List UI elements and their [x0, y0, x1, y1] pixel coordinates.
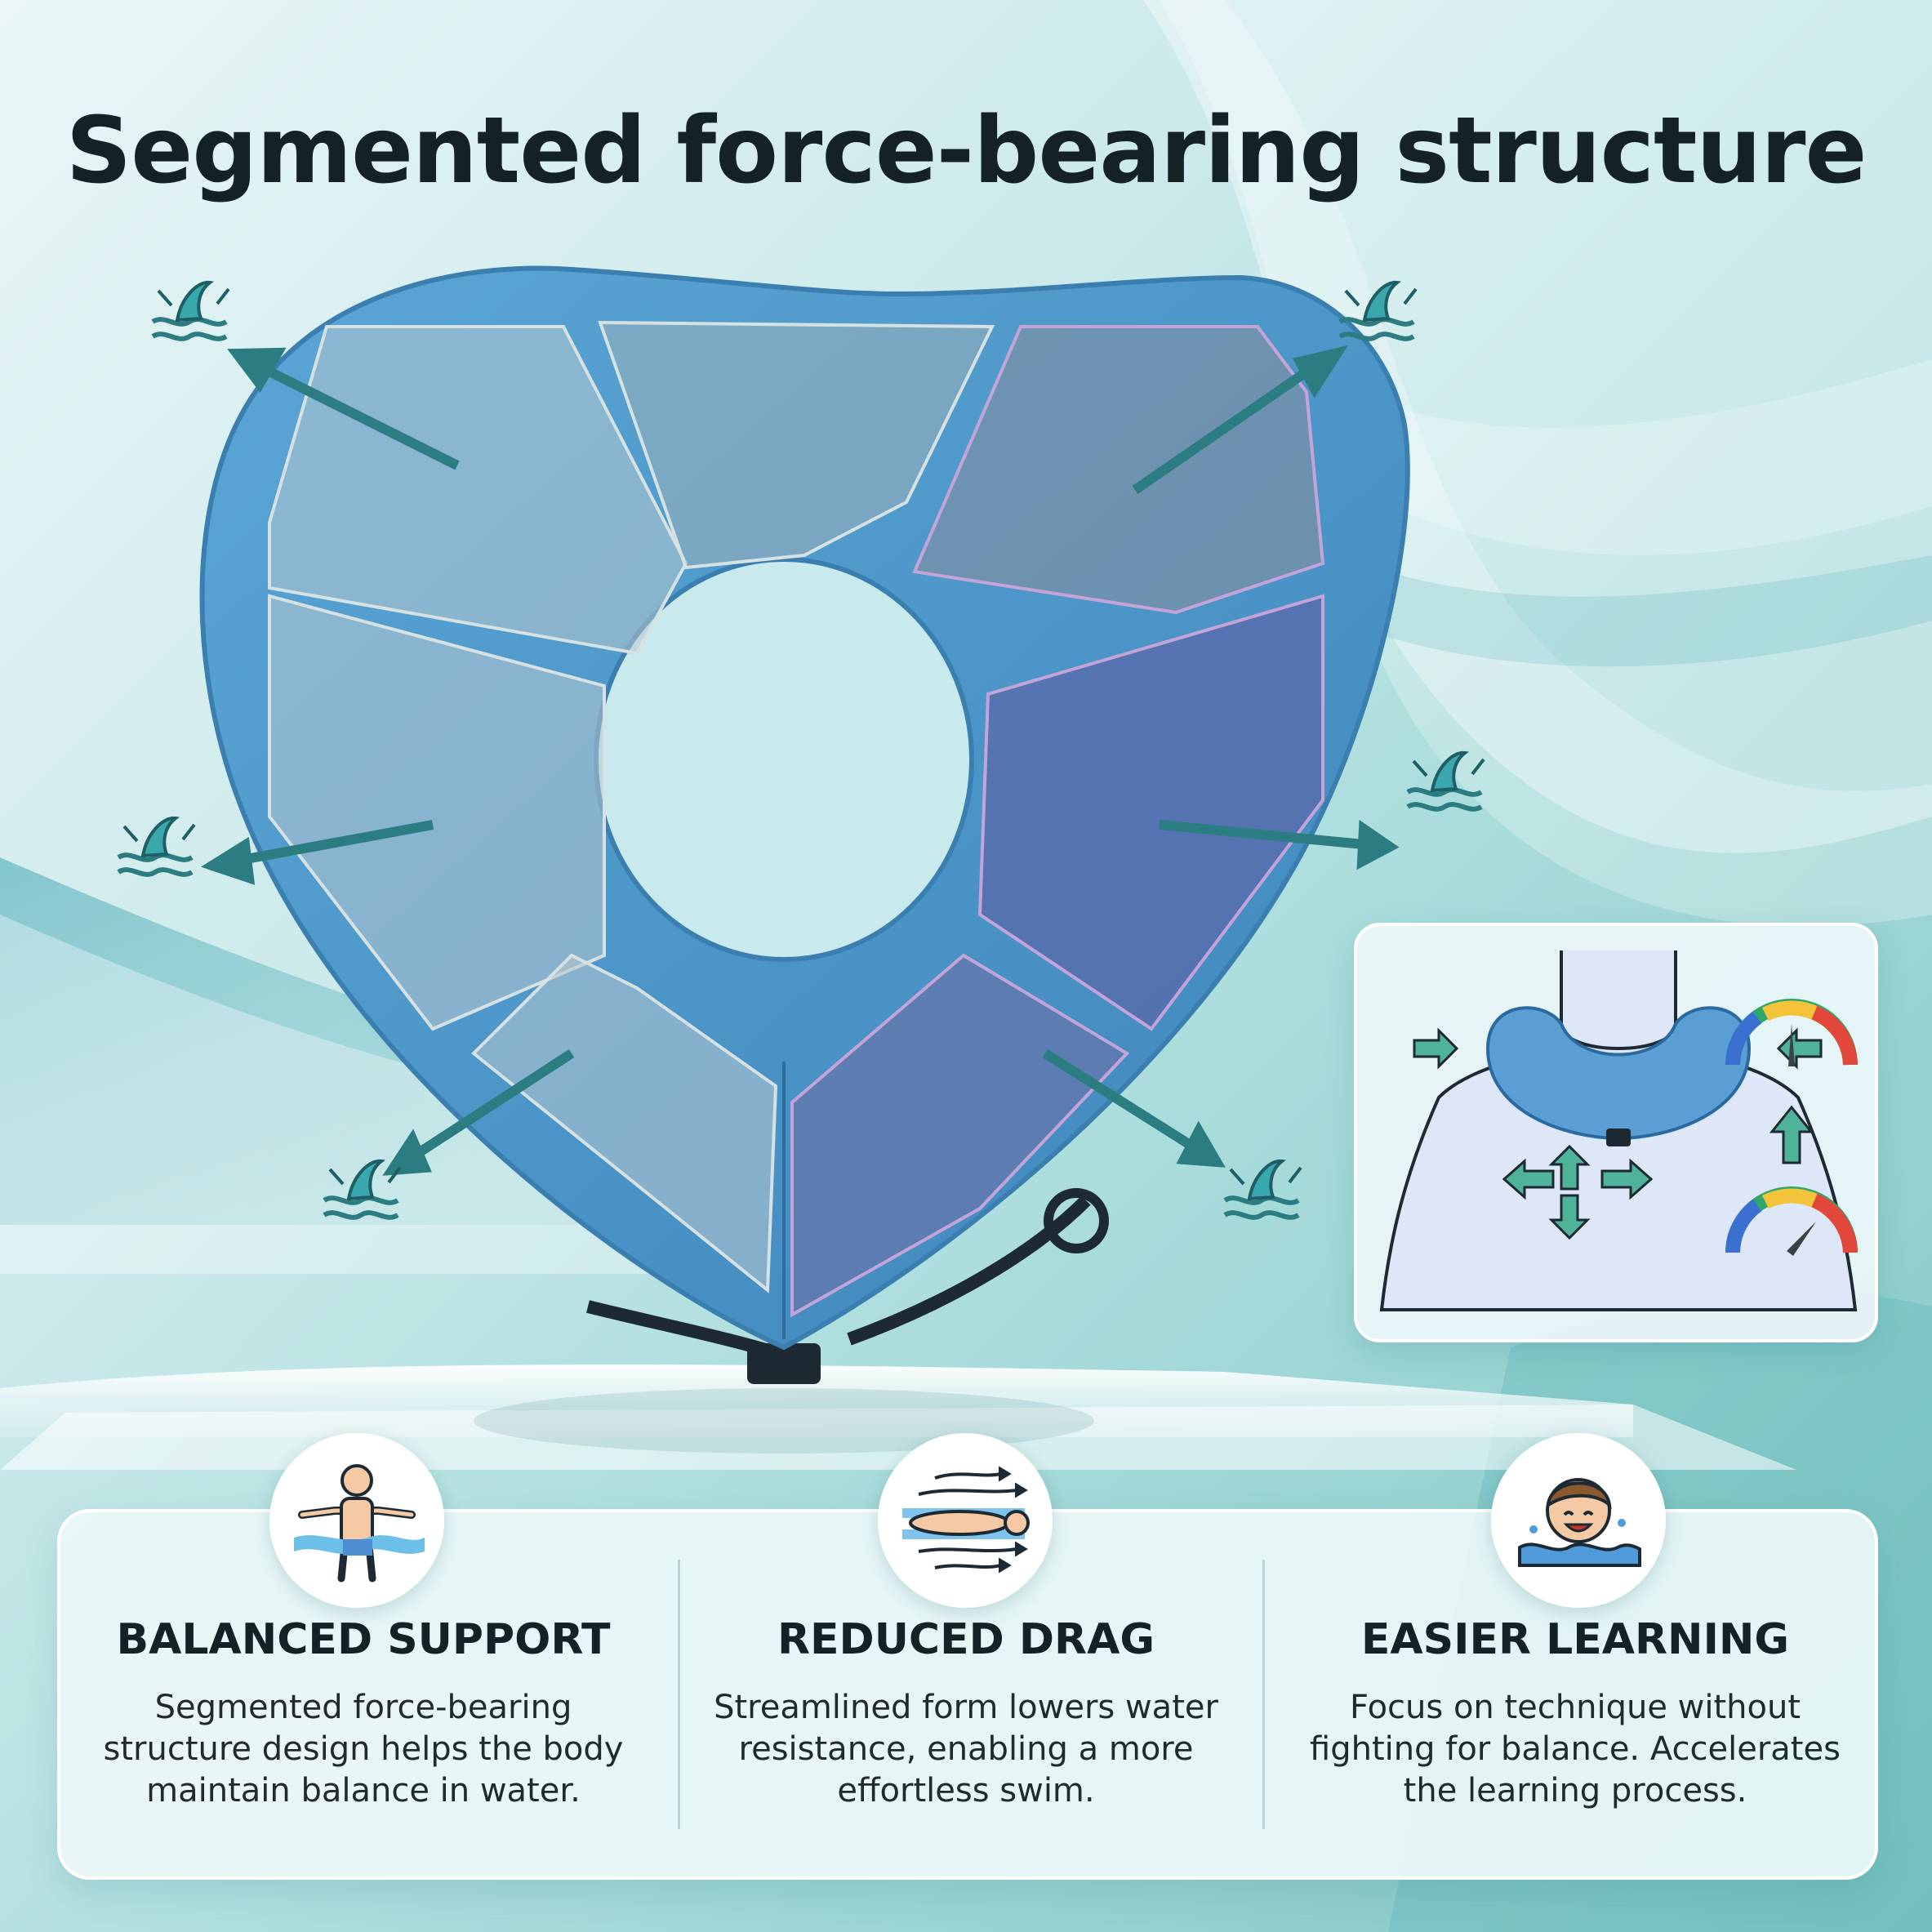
splash-icon	[324, 1161, 400, 1218]
feature-divider	[1262, 1560, 1265, 1829]
feature-desc-drag: Streamlined form lowers water resistance…	[714, 1689, 1218, 1810]
balanced-swimmer-icon	[294, 1464, 425, 1583]
feature-desc-balanced: Segmented force-bearing structure design…	[103, 1689, 624, 1810]
pressure-diagram-panel	[1354, 923, 1878, 1342]
streamlined-swimmer-icon	[902, 1466, 1030, 1574]
splash-icon	[118, 818, 194, 875]
pressure-gauge-high	[1725, 999, 1858, 1066]
feature-divider	[678, 1560, 680, 1829]
strap-buckle	[586, 1188, 1109, 1384]
force-arrows	[201, 345, 1400, 1176]
happy-child-swimmer-icon	[1518, 1478, 1641, 1567]
pressure-gauge-low	[1725, 1186, 1858, 1256]
feature-title-drag: REDUCED DRAG	[777, 1615, 1155, 1664]
feature-badge-drag	[878, 1433, 1053, 1608]
feature-badge-learning	[1491, 1433, 1666, 1608]
splash-icon	[153, 283, 229, 339]
feature-title-balanced: BALANCED SUPPORT	[116, 1615, 611, 1664]
page-title: Segmented force-bearing structure	[65, 98, 1867, 204]
up-arrow-icon	[1769, 1105, 1814, 1164]
body-pressure-diagram	[1379, 950, 1858, 1311]
splash-icon	[1340, 283, 1416, 339]
feature-badge-balanced	[269, 1433, 444, 1608]
splash-icon	[1408, 753, 1484, 809]
splash-icon	[1225, 1161, 1301, 1218]
feature-desc-learning: Focus on technique without fighting for …	[1310, 1689, 1841, 1810]
feature-title-learning: EASIER LEARNING	[1360, 1615, 1790, 1664]
